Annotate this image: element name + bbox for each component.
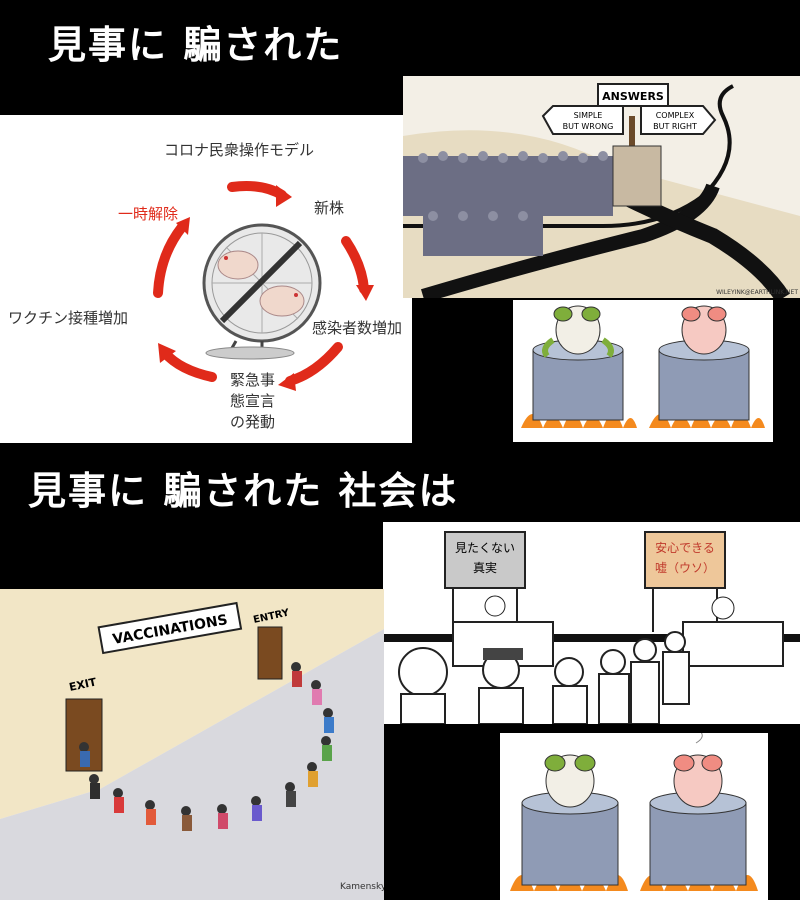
frog-pots-bottom (500, 733, 768, 900)
svg-text:COMPLEX: COMPLEX (656, 111, 695, 120)
svg-text:SIMPLE: SIMPLE (574, 111, 603, 120)
step-emergency-3: の発動 (230, 413, 275, 431)
right-sign-2: 嘘（ウソ） (655, 561, 715, 575)
entry-door (257, 626, 283, 680)
step-infections: 感染者数増加 (312, 319, 402, 337)
cycle-arrow-5 (153, 222, 187, 298)
step-emergency-1: 緊急事 (230, 371, 275, 389)
credit: WILEYINK@EARTHLINK.NET (716, 289, 798, 296)
exit-label: EXIT (68, 675, 98, 694)
step-lift: 一時解除 (118, 205, 178, 223)
answers-cartoon: ANSWERS SIMPLE BUT WRONG COMPLEX BUT RIG… (403, 76, 800, 298)
hamster-wheel-icon (202, 223, 322, 360)
frog-pots-top (513, 300, 773, 442)
corona-model-panel: コロナ民衆操作モデル 一時解除 新株 感染者数増加 ワクチン接種増加 緊急事 態… (0, 115, 412, 443)
step-vaccination: ワクチン接種増加 (8, 309, 128, 327)
cycle-arrow-1 (227, 181, 287, 200)
simple-sign (541, 105, 624, 135)
cycle-arrow-2 (341, 236, 369, 294)
left-sign-2: 真実 (473, 560, 497, 575)
model-title: コロナ民衆操作モデル (164, 141, 314, 159)
cycle-arrow-4 (160, 348, 217, 382)
answers-sign: ANSWERS (602, 90, 664, 103)
middle-heading: 見事に 騙された 社会は (28, 469, 459, 513)
cycle-arrow-3 (285, 342, 343, 386)
right-sign-1: 安心できる (655, 540, 715, 555)
step-new-strain: 新株 (314, 199, 344, 217)
top-heading: 見事に 騙された (48, 23, 344, 67)
signature: Kamensky (340, 882, 384, 892)
svg-text:BUT RIGHT: BUT RIGHT (653, 122, 697, 131)
step-emergency-2: 態宣言 (230, 392, 275, 410)
vaccination-cartoon: VACCINATIONS EXIT ENTRY Kamensky (0, 589, 384, 900)
truth-lies-cartoon: 見たくない 真実 安心できる 嘘（ウソ） (383, 522, 800, 724)
left-sign-1: 見たくない (455, 541, 515, 555)
svg-text:BUT WRONG: BUT WRONG (563, 122, 614, 131)
complex-sign (640, 105, 717, 135)
